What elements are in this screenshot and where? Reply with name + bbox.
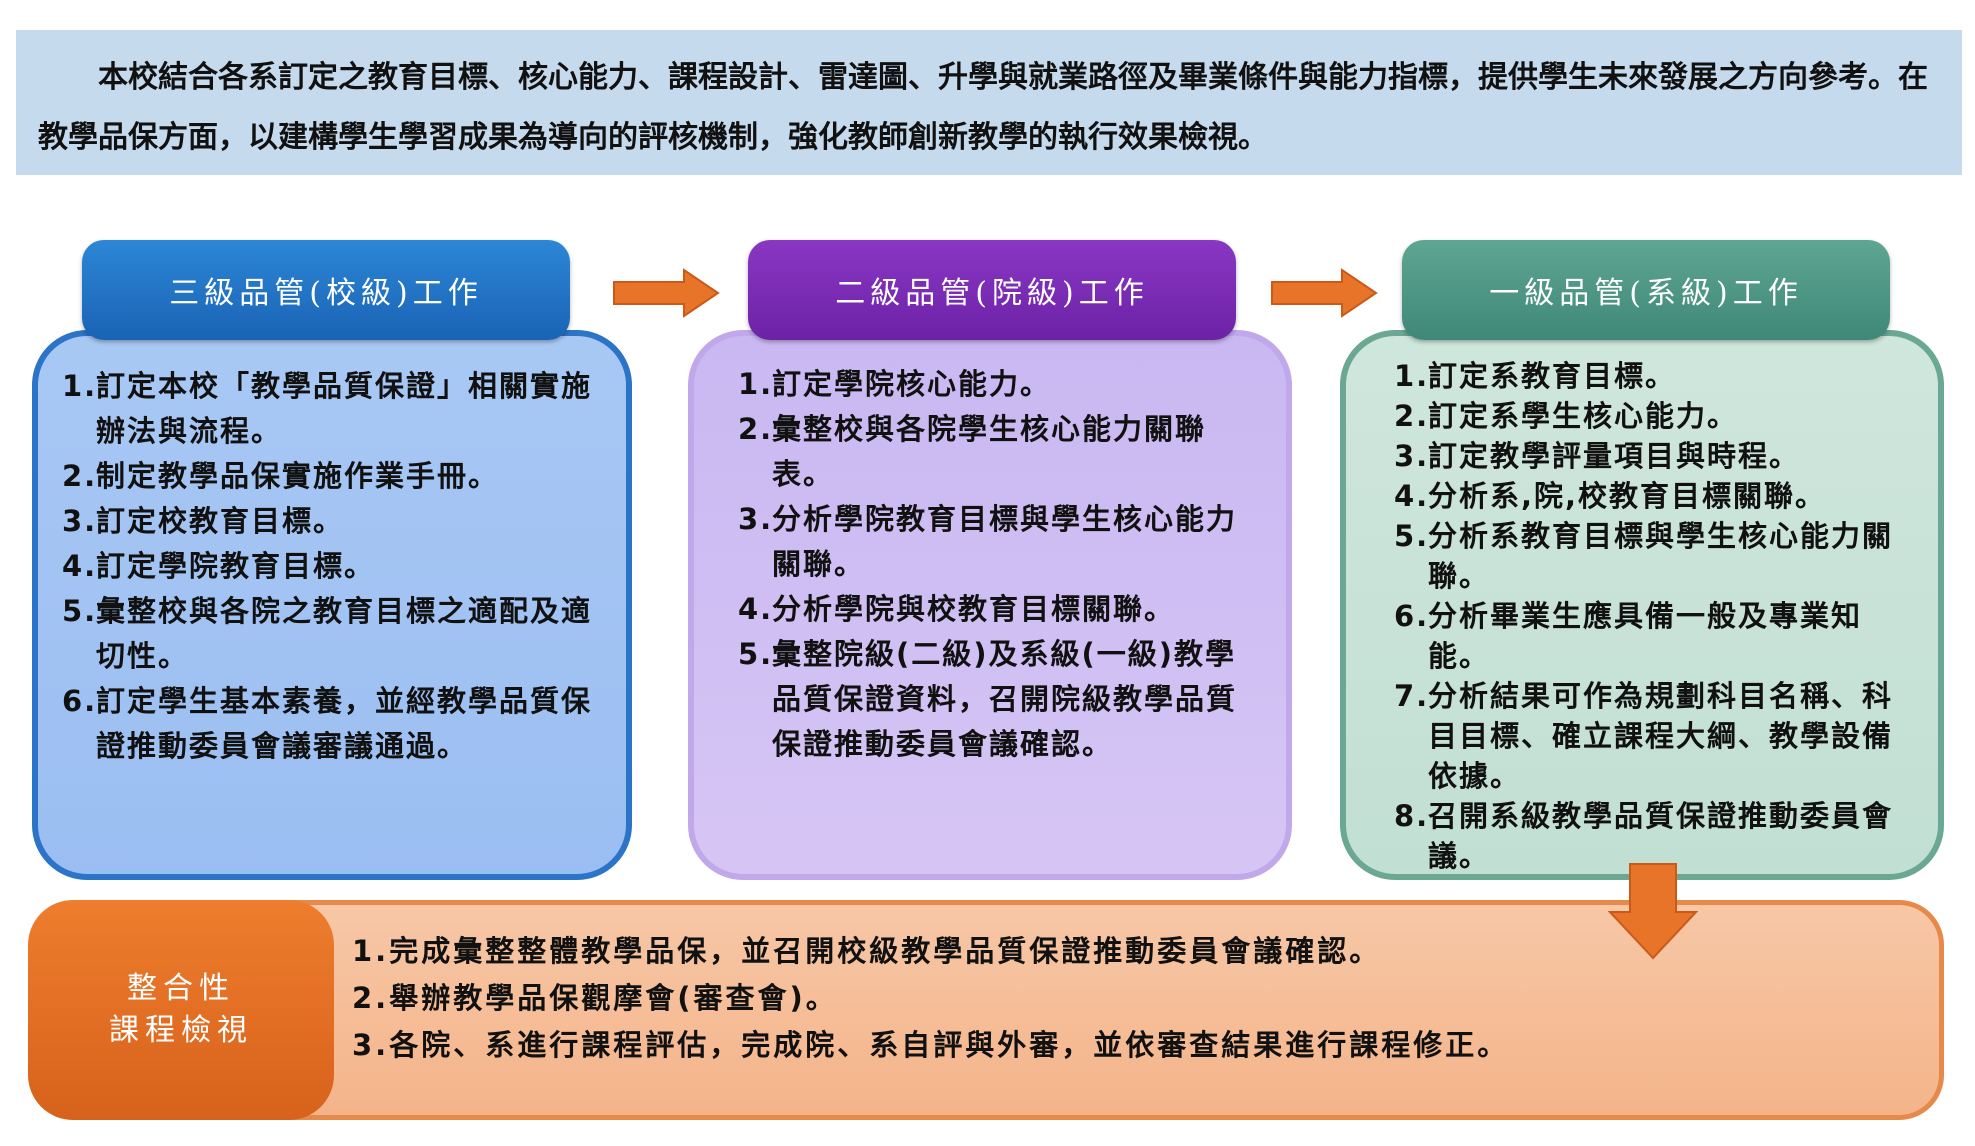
integration-box	[32, 900, 1944, 1120]
list-item: 2.制定教學品保實施作業手冊。	[62, 459, 500, 493]
list-item: 5.彙整校與各院之教育目標之適配及適切性。	[62, 594, 593, 673]
level1-header: 一級品管(系級)工作	[1402, 240, 1890, 340]
list-item: 4.分析系,院,校教育目標關聯。	[1394, 479, 1827, 513]
integration-tag-line2: 課程檢視	[109, 1013, 253, 1048]
level3-list: 1.訂定本校「教學品質保證」相關實施辦法與流程。 2.制定教學品保實施作業手冊。…	[62, 364, 606, 769]
list-item: 6.訂定學生基本素養，並經教學品質保證推動委員會議審議通過。	[62, 684, 593, 763]
level3-title: 三級品管(校級)工作	[169, 276, 483, 311]
list-item: 1.訂定學院核心能力。	[738, 367, 1052, 401]
list-item: 4.訂定學院教育目標。	[62, 549, 376, 583]
list-item: 5.分析系教育目標與學生核心能力關聯。	[1394, 519, 1894, 593]
intro-banner: 本校結合各系訂定之教育目標、核心能力、課程設計、雷達圖、升學與就業路徑及畢業條件…	[16, 30, 1962, 175]
integration-list: 1.完成彙整整體教學品保，並召開校級教學品質保證推動委員會議確認。 2.舉辦教學…	[352, 928, 1912, 1069]
list-item: 2.舉辦教學品保觀摩會(審查會)。	[352, 981, 838, 1015]
down-arrow-icon	[1608, 863, 1698, 960]
level2-list: 1.訂定學院核心能力。 2.彙整校與各院學生核心能力關聯表。 3.分析學院教育目…	[738, 362, 1266, 767]
right-arrow-icon	[1271, 268, 1378, 318]
intro-text: 本校結合各系訂定之教育目標、核心能力、課程設計、雷達圖、升學與就業路徑及畢業條件…	[38, 60, 1928, 155]
list-item: 1.完成彙整整體教學品保，並召開校級教學品質保證推動委員會議確認。	[352, 934, 1382, 968]
level1-title: 一級品管(系級)工作	[1489, 276, 1803, 311]
level3-header: 三級品管(校級)工作	[82, 240, 570, 340]
list-item: 5.彙整院級(二級)及系級(一級)教學品質保證資料，召開院級教學品質保證推動委員…	[738, 637, 1238, 761]
level1-list: 1.訂定系教育目標。 2.訂定系學生核心能力。 3.訂定教學評量項目與時程。 4…	[1394, 356, 1918, 876]
level1-box: 1.訂定系教育目標。 2.訂定系學生核心能力。 3.訂定教學評量項目與時程。 4…	[1340, 330, 1944, 880]
list-item: 1.訂定本校「教學品質保證」相關實施辦法與流程。	[62, 369, 593, 448]
list-item: 6.分析畢業生應具備一般及專業知能。	[1394, 599, 1863, 673]
list-item: 2.彙整校與各院學生核心能力關聯表。	[738, 412, 1207, 491]
level2-box: 1.訂定學院核心能力。 2.彙整校與各院學生核心能力關聯表。 3.分析學院教育目…	[688, 330, 1292, 880]
list-item: 4.分析學院與校教育目標關聯。	[738, 592, 1176, 626]
list-item: 3.訂定教學評量項目與時程。	[1394, 439, 1801, 473]
list-item: 7.分析結果可作為規劃科目名稱、科目目標、確立課程大綱、教學設備依據。	[1394, 679, 1894, 793]
list-item: 3.分析學院教育目標與學生核心能力關聯。	[738, 502, 1238, 581]
right-arrow-icon	[613, 268, 720, 318]
list-item: 3.訂定校教育目標。	[62, 504, 345, 538]
list-item: 2.訂定系學生核心能力。	[1394, 399, 1739, 433]
integration-tag-line1: 整合性	[127, 971, 235, 1006]
level2-header: 二級品管(院級)工作	[748, 240, 1236, 340]
list-item: 8.召開系級教學品質保證推動委員會議。	[1394, 799, 1894, 873]
level3-box: 1.訂定本校「教學品質保證」相關實施辦法與流程。 2.制定教學品保實施作業手冊。…	[32, 330, 632, 880]
list-item: 3.各院、系進行課程評估，完成院、系自評與外審，並依審查結果進行課程修正。	[352, 1028, 1510, 1062]
level2-title: 二級品管(院級)工作	[835, 276, 1149, 311]
integration-tag: 整合性 課程檢視	[28, 900, 334, 1120]
list-item: 1.訂定系教育目標。	[1394, 359, 1677, 393]
